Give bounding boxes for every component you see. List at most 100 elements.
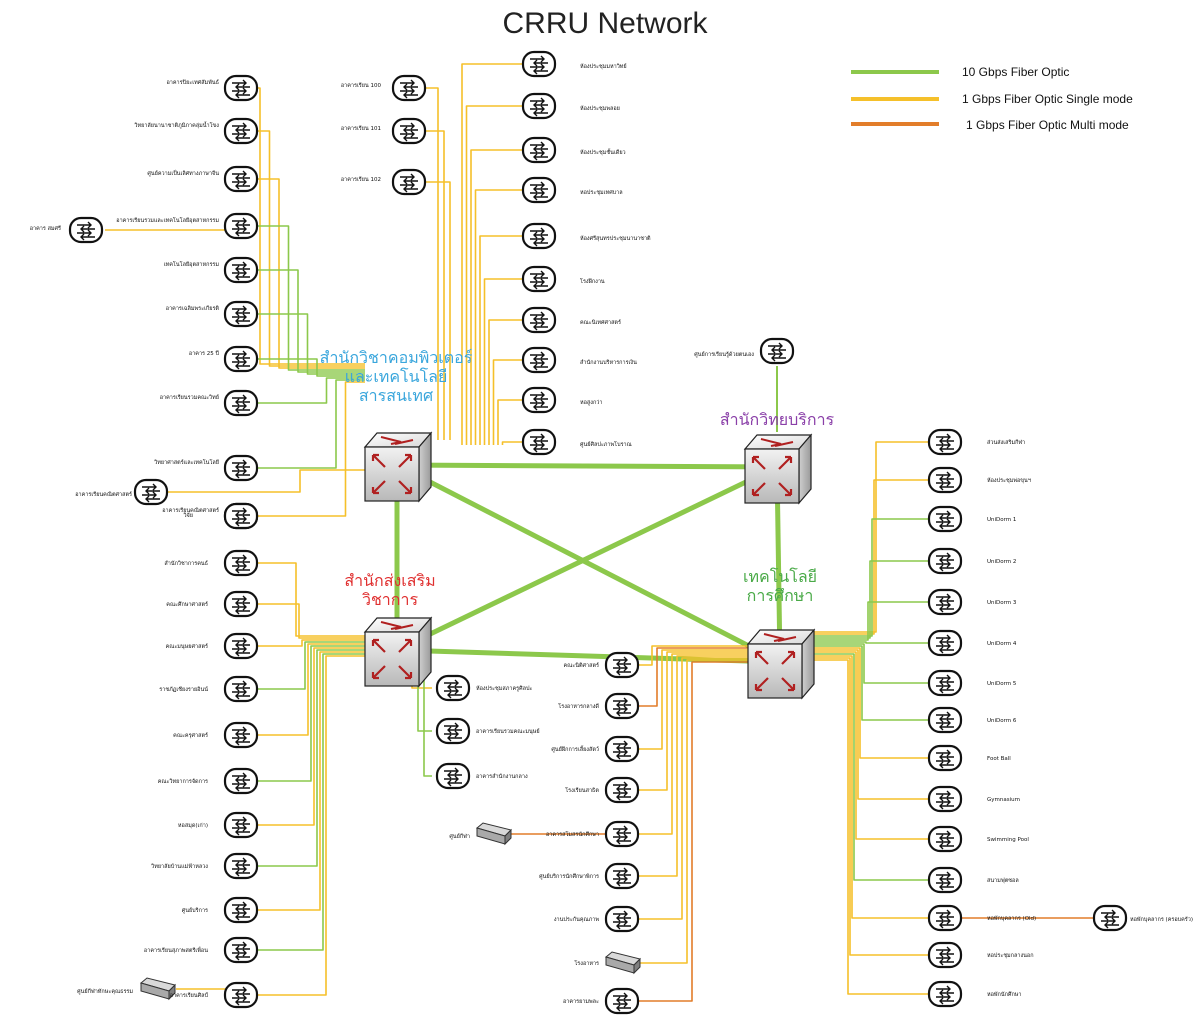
link-cc-right-8 <box>497 399 523 445</box>
switch-label: โรงอาหาร <box>574 959 599 967</box>
link-ae-left-3 <box>256 641 365 690</box>
link-ae-left-6 <box>256 647 365 826</box>
switch-icon <box>223 165 259 193</box>
switch-label: อาคารเรียนศิลป์ <box>170 992 209 999</box>
link-et-right-0 <box>812 441 930 633</box>
link-cc-math <box>168 469 365 493</box>
switch-label: อาคารสโมสรนักศึกษา <box>546 830 599 838</box>
switch-label: วิจัย <box>183 512 193 519</box>
switch-icon <box>435 762 471 790</box>
core-switch-et <box>746 628 816 700</box>
switch-icon <box>133 478 169 506</box>
link-cc-right-3 <box>474 189 523 445</box>
legend-label-1g-single: 1 Gbps Fiber Optic Single mode <box>962 92 1133 106</box>
switch-icon <box>521 222 557 250</box>
switch-label: UniDorm 1 <box>987 517 1016 523</box>
core-switch-ar <box>743 433 813 505</box>
switch-icon <box>604 862 640 890</box>
switch-label: UniDorm 4 <box>987 641 1017 647</box>
link-cc-mid-0 <box>424 87 439 440</box>
switch-icon <box>521 92 557 120</box>
switch-label: สำนักวิชาการคนธ์ <box>164 560 208 567</box>
switch-label: ห้องประชุมชั้นเดียว <box>580 148 626 156</box>
link-et-right-9 <box>812 649 930 800</box>
switch-icon <box>927 825 963 853</box>
switch-label: อาคาร สมศรี <box>30 225 61 232</box>
link-cc-left-2 <box>256 178 365 369</box>
link-cc-left-9 <box>256 381 365 517</box>
switch-icon <box>927 669 963 697</box>
switch-label: UniDorm 3 <box>987 600 1017 606</box>
switch-icon <box>223 721 259 749</box>
switch-icon <box>223 852 259 880</box>
switch-icon <box>223 590 259 618</box>
switch-label: อาคารเรียนคณิตศาสตร์ <box>75 491 132 498</box>
link-cc-right-7 <box>492 359 523 445</box>
switch-label: ศูนย์กีฬา <box>449 833 470 840</box>
legend-label-1g-multi: 1 Gbps Fiber Optic Multi mode <box>966 118 1129 132</box>
link-ae-left-7 <box>256 649 365 867</box>
switch-icon <box>223 454 259 482</box>
switch-icon <box>521 176 557 204</box>
switch-label: อาคารปิยะเทศสัมพันธ์ <box>166 79 219 86</box>
hub-icon <box>604 951 641 975</box>
switch-label: ห้องประชุมพ่อขุนฯ <box>987 477 1031 484</box>
link-et-right-12 <box>812 655 930 919</box>
switch-icon <box>927 588 963 616</box>
link-cc-left-1 <box>256 130 365 367</box>
switch-icon <box>604 651 640 679</box>
switch-icon <box>435 717 471 745</box>
switch-icon <box>223 502 259 530</box>
labels-layer: อาคารปิยะเทศสัมพันธ์วิทยาลัยนานาชาติภูมิ… <box>30 63 1193 1005</box>
link-et-right-8 <box>812 647 930 759</box>
switch-label: หอสมุด(เก่า) <box>178 822 208 829</box>
switch-icon <box>604 776 640 804</box>
switch-icon <box>521 265 557 293</box>
link-cc-left-3 <box>256 225 365 371</box>
switch-label: ศูนย์การเรียนรู้ด้วยตนเอง <box>694 351 754 358</box>
switch-label: คณะมนุษยศาสตร์ <box>166 643 208 650</box>
switch-label: อาคาร 25 ปี <box>189 350 220 357</box>
nodes-layer <box>68 50 1128 1015</box>
switch-icon <box>223 256 259 284</box>
switch-icon <box>223 117 259 145</box>
switch-icon <box>927 866 963 894</box>
switch-icon <box>521 136 557 164</box>
link-cc-right-0 <box>461 63 523 445</box>
link-cc-left-8 <box>256 379 365 469</box>
switch-label: ห้องประชุมสภาครูศิลปะ <box>476 685 532 692</box>
legend-label-10g: 10 Gbps Fiber Optic <box>962 65 1069 79</box>
switch-label: หอพักบุคลากร (Old) <box>987 915 1036 922</box>
link-et-left-0 <box>638 645 748 666</box>
switch-icon <box>521 386 557 414</box>
switch-label: ศูนย์บริการ <box>182 907 208 914</box>
link-et-left-8 <box>638 661 748 1002</box>
switch-icon <box>604 735 640 763</box>
switch-icon <box>927 547 963 575</box>
switch-label: คณะครุศาสตร์ <box>173 732 208 739</box>
switch-label: อาคารเรียนรวมคณะวิทย์ <box>160 394 219 401</box>
link-et-right-10 <box>812 651 930 840</box>
core-label-et: เทคโนโลยีการศึกษา <box>743 567 817 605</box>
core-switch-ae <box>363 616 433 688</box>
switch-label: อาคารสำนักงานกลาง <box>476 773 528 780</box>
link-ae-left-1 <box>256 603 365 639</box>
diagram-title: CRRU Network <box>502 7 708 40</box>
link-et-right-3 <box>812 560 930 639</box>
switch-icon <box>927 428 963 456</box>
switch-label: ศูนย์ศิลปะภาพโบราณ <box>580 440 632 448</box>
switch-icon <box>604 692 640 720</box>
switch-icon <box>927 941 963 969</box>
core-label-ae: สำนักส่งเสริมวิชาการ <box>344 571 435 609</box>
switch-icon <box>223 767 259 795</box>
switch-label: UniDorm 6 <box>987 718 1017 724</box>
switch-icon <box>435 674 471 702</box>
switch-icon <box>927 744 963 772</box>
switch-icon <box>223 981 259 1009</box>
switch-icon <box>927 904 963 932</box>
switch-icon <box>521 346 557 374</box>
switch-label: หอพักนักศึกษา <box>987 991 1022 998</box>
switch-icon <box>391 168 427 196</box>
link-et-left-1 <box>638 647 748 707</box>
switch-label: ห้องประชุมพลอย <box>580 105 620 112</box>
